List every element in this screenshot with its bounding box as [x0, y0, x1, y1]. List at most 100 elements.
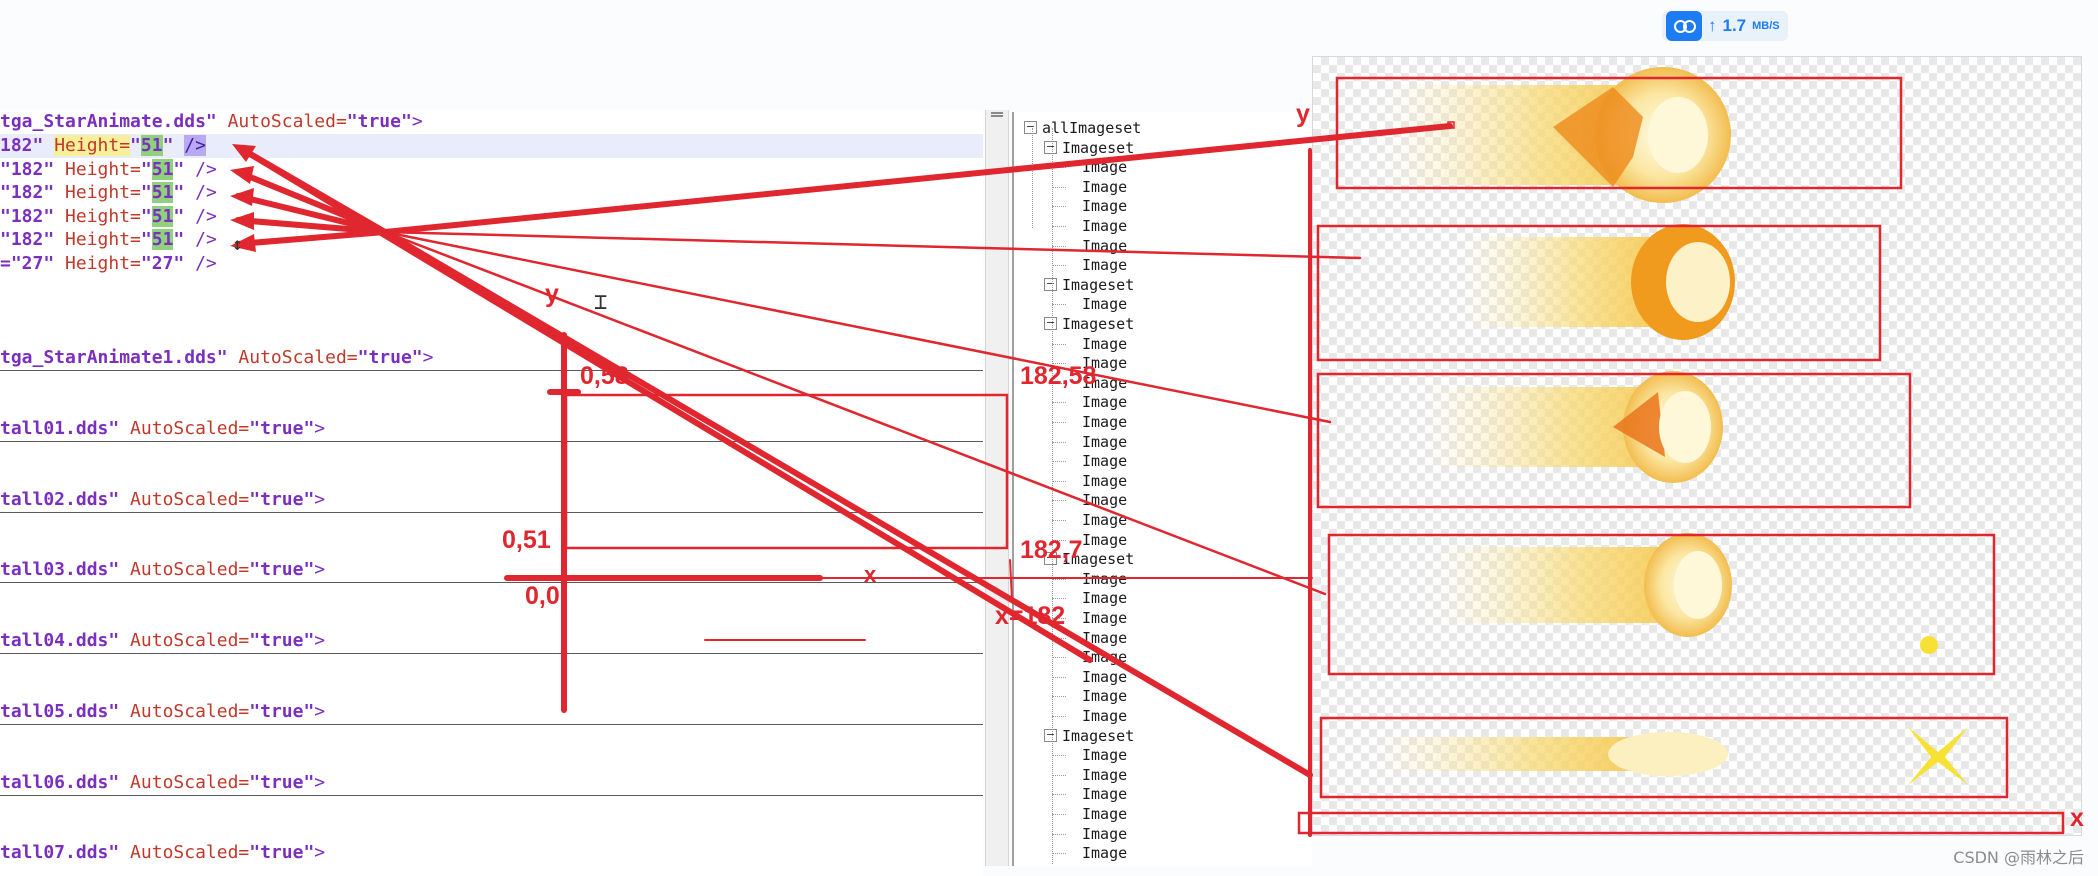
tree-collapse-icon[interactable]: − — [1044, 316, 1057, 330]
tree-item-image[interactable]: Image — [1082, 256, 1128, 275]
tree-item-image[interactable]: Image — [1082, 413, 1128, 431]
left-x-axis-label: x — [864, 562, 877, 587]
code-token: AutoScaled= — [119, 489, 250, 510]
tree-item-image[interactable]: Image — [1082, 432, 1128, 451]
tree-item-image[interactable]: Image — [1082, 628, 1128, 647]
tree-item-image[interactable]: Image — [1082, 765, 1128, 784]
network-speed-badge[interactable]: ↑ 1.7 MB/S — [1662, 11, 1788, 41]
tree-item-image[interactable]: Image — [1082, 746, 1128, 765]
tree-item-image[interactable]: Image — [1082, 687, 1128, 706]
code-token: > — [314, 701, 326, 722]
code-token: "true" — [346, 111, 412, 132]
tree-connector — [1052, 833, 1066, 835]
tree-item-imageset[interactable]: Imageset — [1062, 726, 1135, 745]
section-divider — [0, 512, 983, 513]
tree-item-image[interactable]: Image — [1082, 471, 1128, 490]
tree-item-imageset[interactable]: Imageset — [1062, 315, 1135, 333]
code-line[interactable]: tall01.dds" AutoScaled="true"> — [0, 417, 325, 441]
watermark: CSDN @雨林之后 — [1953, 848, 2084, 867]
code-token: 182" — [0, 135, 55, 156]
tree-item-image[interactable]: Image — [1082, 452, 1128, 471]
tree-connector — [1052, 598, 1066, 600]
comet-frame-4 — [1433, 533, 1938, 654]
code-token: " — [162, 135, 185, 156]
tree-connector — [1032, 128, 1033, 228]
tree-item-image[interactable]: Image — [1082, 530, 1128, 549]
code-line[interactable]: "182" Height="51" /> — [0, 228, 217, 252]
code-token: AutoScaled= — [119, 772, 250, 793]
editor-scrollbar[interactable] — [985, 110, 1009, 866]
code-token: " — [140, 182, 152, 203]
tree-item-image[interactable]: Image — [1082, 667, 1128, 686]
code-line[interactable]: 182" Height="51" /> — [0, 134, 983, 158]
tree-item-image[interactable]: Image — [1082, 491, 1128, 510]
tree-item-image[interactable]: Image — [1082, 707, 1128, 725]
tree-collapse-icon[interactable]: − — [1044, 727, 1057, 742]
tree-item-image[interactable]: Image — [1082, 197, 1128, 216]
tree-item-image[interactable]: Image — [1082, 844, 1128, 863]
code-line[interactable]: "182" Height="51" /> — [0, 205, 217, 229]
code-token: /> — [195, 253, 217, 274]
tree-item-image[interactable]: Image — [1082, 236, 1128, 255]
code-line[interactable]: tall06.dds" AutoScaled="true"> — [0, 771, 325, 795]
tree-item-image[interactable]: Image — [1082, 648, 1128, 667]
scroll-grip-icon — [991, 112, 1003, 114]
tree-item-imageset[interactable]: Imageset — [1062, 275, 1135, 294]
code-line[interactable]: tga_StarAnimate.dds" AutoScaled="true"> — [0, 110, 423, 134]
tree-connector — [1052, 206, 1066, 208]
code-line[interactable]: "182" Height="51" /> — [0, 181, 217, 205]
tree-item-image[interactable]: Image — [1082, 511, 1128, 529]
code-token: AutoScaled= — [216, 111, 347, 132]
tree-collapse-icon[interactable]: − — [1044, 276, 1057, 291]
code-line[interactable]: tall07.dds" AutoScaled="true"> — [0, 841, 325, 865]
tree-connector — [1052, 441, 1066, 443]
x-equals-182-label: x=182 — [995, 602, 1066, 630]
code-line[interactable]: tga_StarAnimate1.dds" AutoScaled="true"> — [0, 346, 434, 370]
tree-item-image[interactable]: Image — [1082, 334, 1128, 353]
tree-item-image[interactable]: Image — [1082, 177, 1128, 196]
xml-code-editor[interactable]: tga_StarAnimate.dds" AutoScaled="true">1… — [0, 110, 983, 876]
code-line[interactable]: tall03.dds" AutoScaled="true"> — [0, 558, 325, 582]
code-line[interactable]: tall04.dds" AutoScaled="true"> — [0, 629, 325, 653]
tree-item-imageset[interactable]: allImageset — [1042, 119, 1142, 137]
tree-item-image[interactable]: Image — [1082, 393, 1128, 412]
tree-connector — [1052, 167, 1066, 169]
tree-item-imageset[interactable]: Imageset — [1062, 138, 1135, 157]
tree-item-image[interactable]: Image — [1082, 785, 1128, 804]
code-token: Height= — [65, 182, 141, 203]
section-divider — [0, 795, 983, 796]
tree-item-image[interactable]: Image — [1082, 217, 1128, 235]
code-token: 51 — [151, 206, 174, 227]
tree-collapse-icon[interactable]: − — [1044, 139, 1057, 154]
tree-item-image[interactable]: Image — [1082, 609, 1128, 627]
tree-connector — [1052, 657, 1066, 659]
code-line[interactable]: tall02.dds" AutoScaled="true"> — [0, 488, 325, 512]
section-divider — [0, 370, 983, 371]
tree-item-image[interactable]: Image — [1082, 295, 1128, 314]
tree-connector — [1052, 461, 1066, 463]
tree-connector — [1052, 774, 1066, 776]
tree-connector — [1052, 186, 1066, 188]
network-speed-value: 1.7 — [1722, 16, 1747, 35]
tree-item-image[interactable]: Image — [1082, 824, 1128, 843]
tree-collapse-icon[interactable]: − — [1024, 120, 1037, 134]
code-token: tall06.dds" — [0, 772, 120, 793]
code-token: > — [314, 559, 326, 580]
code-token: 51 — [140, 135, 163, 156]
tree-connector — [1052, 304, 1066, 306]
code-token: tall05.dds" — [0, 701, 120, 722]
tree-item-image[interactable]: Image — [1082, 805, 1128, 823]
code-line[interactable]: tall05.dds" AutoScaled="true"> — [0, 700, 325, 724]
tree-connector — [1052, 853, 1066, 855]
tree-connector — [1052, 402, 1066, 404]
tree-item-image[interactable]: Image — [1082, 569, 1128, 588]
code-line[interactable]: "182" Height="51" /> — [0, 158, 217, 182]
right-y-axis-label: y — [1296, 100, 1310, 128]
tree-item-image[interactable]: Image — [1082, 158, 1128, 177]
text-cursor-icon: ⌶ — [594, 290, 608, 315]
tree-item-image[interactable]: Image — [1082, 589, 1128, 608]
tree-connector — [1052, 480, 1066, 482]
comet-frame-2 — [1463, 224, 1735, 340]
code-line[interactable]: ="27" Height="27" /> — [0, 252, 217, 276]
